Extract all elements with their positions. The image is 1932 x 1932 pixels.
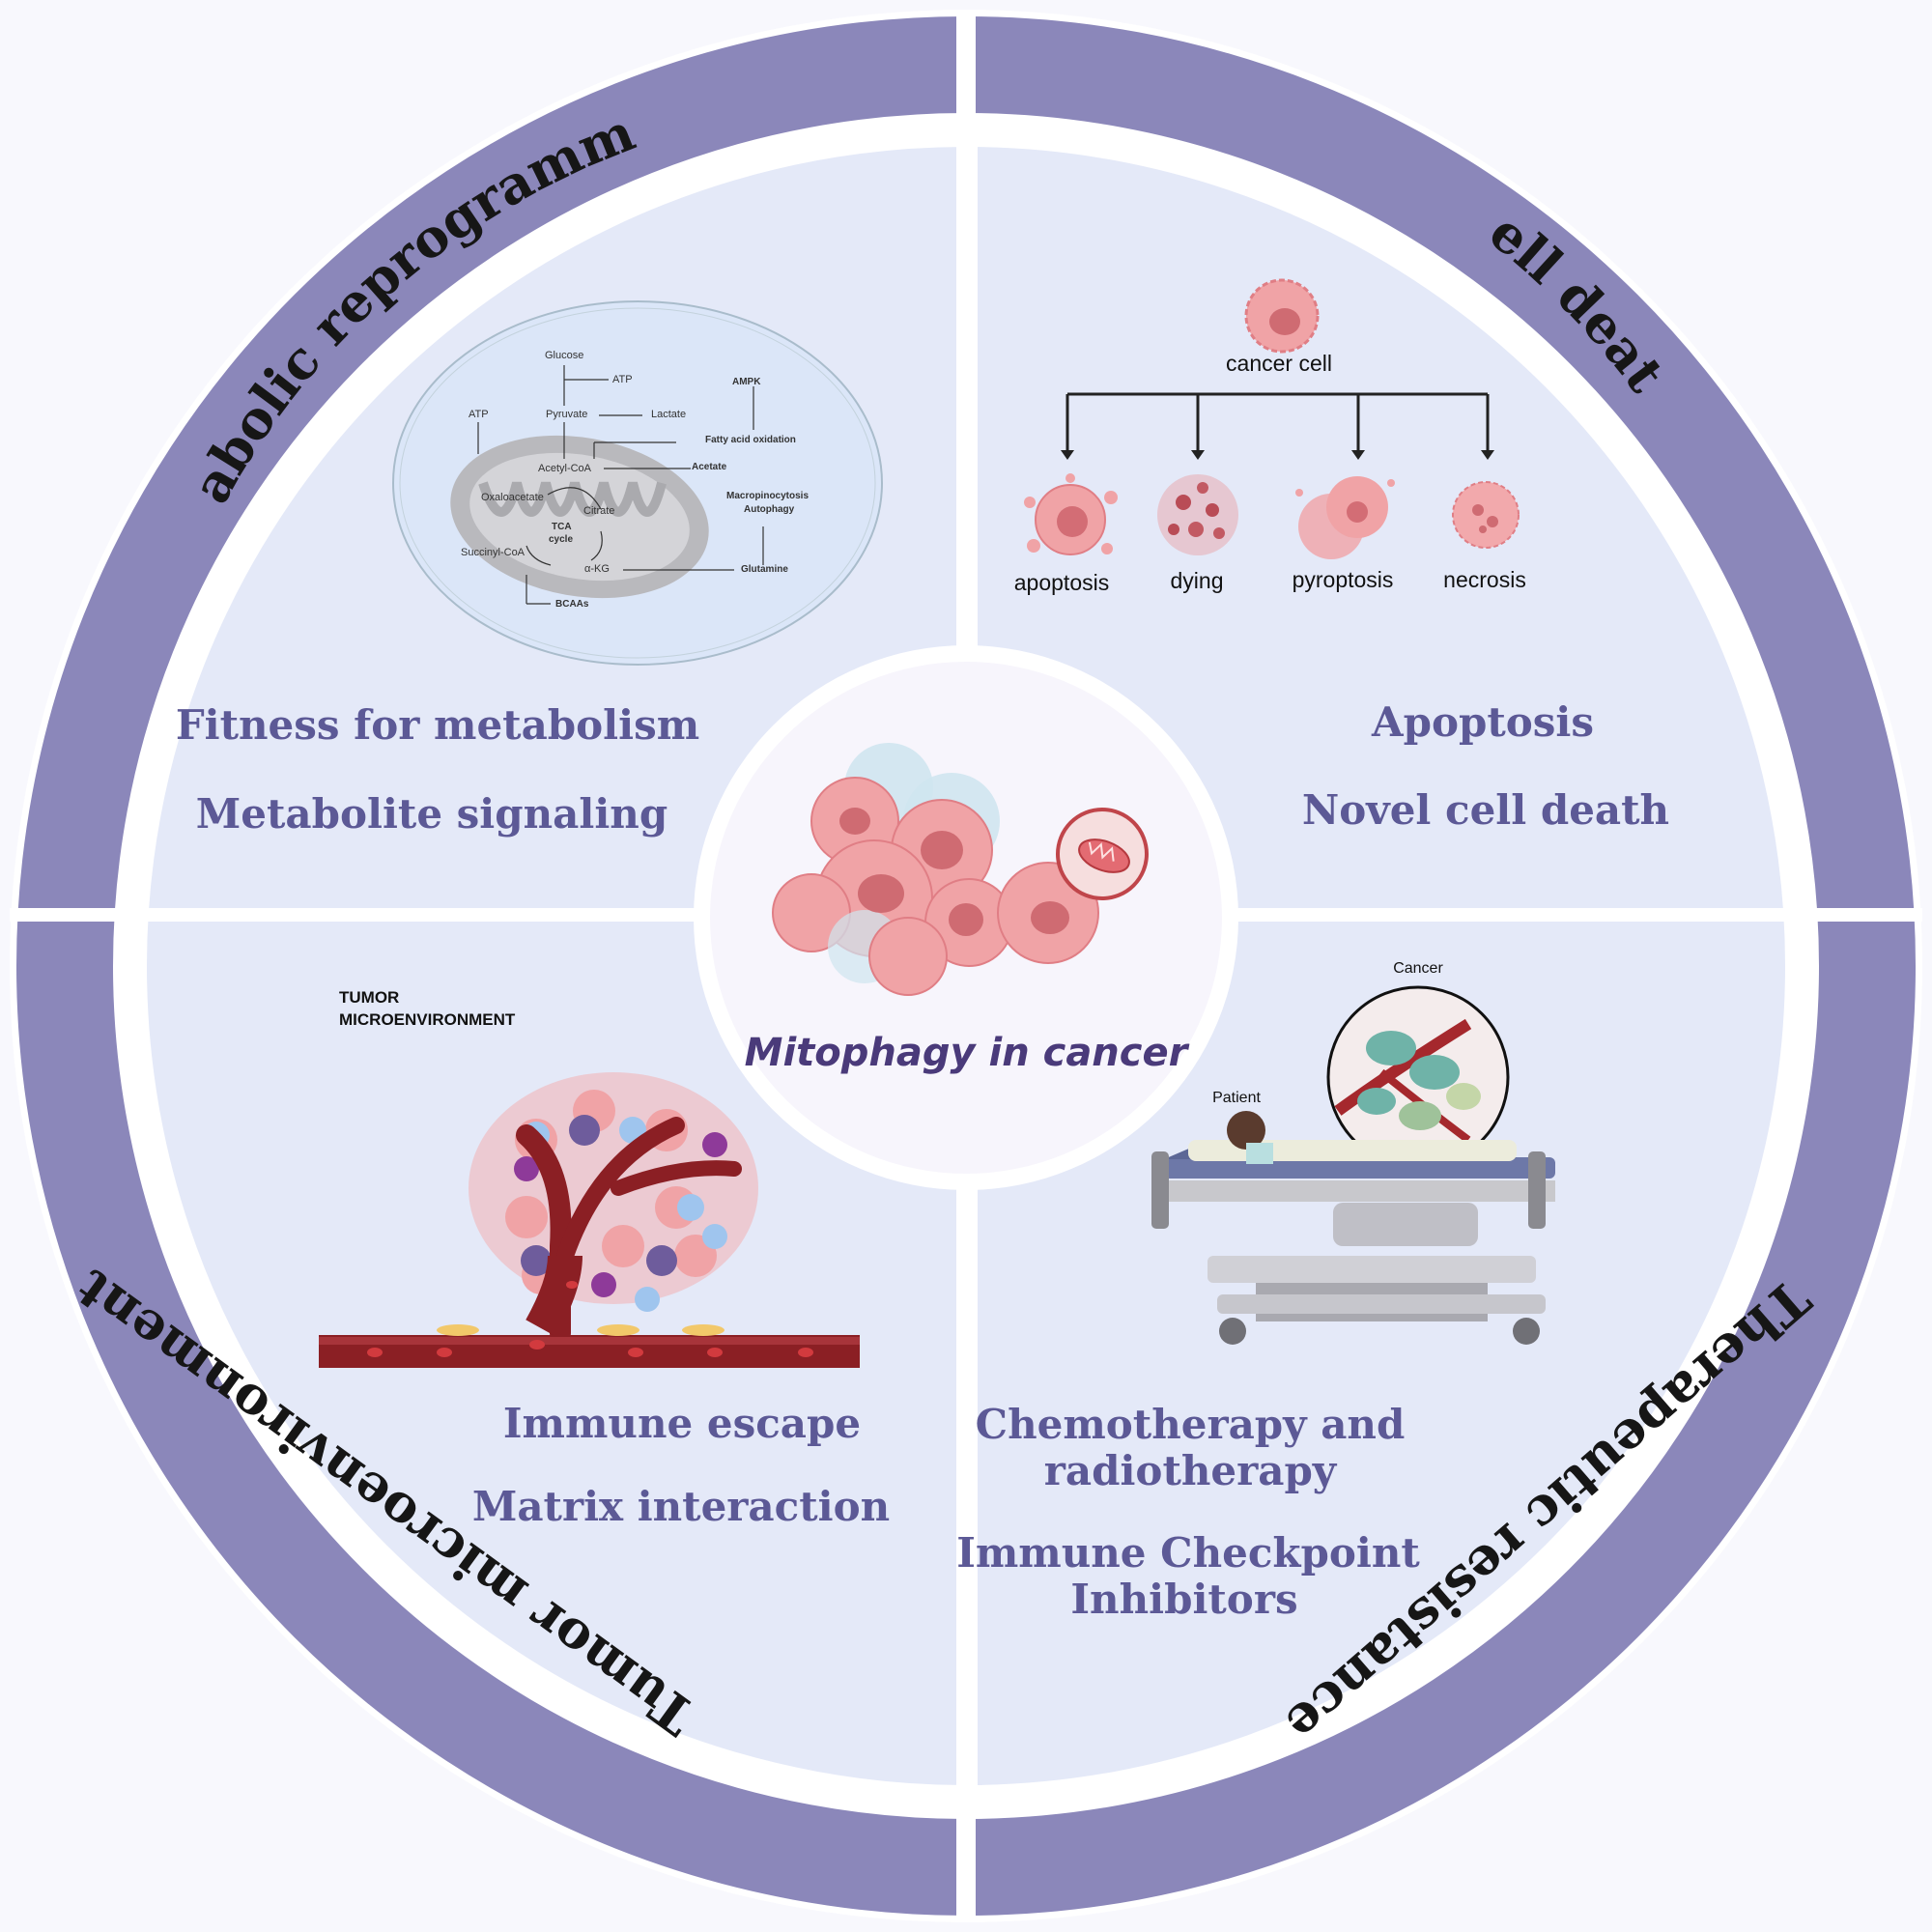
- therapy-diagram: Cancer Patient: [1151, 960, 1555, 1345]
- label-tumor: TUMOR: [339, 988, 399, 1007]
- label-glucose: Glucose: [545, 350, 583, 361]
- branch-arrowheads: [1061, 450, 1494, 460]
- text-matrix-interaction: Matrix interaction: [472, 1483, 890, 1530]
- pathway-arrows: [477, 365, 764, 605]
- tme-diagram: TUMOR MICROENVIRONMENT: [319, 988, 860, 1368]
- cell-ellipse-inner: [399, 307, 876, 659]
- text-inhibitors: Inhibitors: [1070, 1576, 1297, 1623]
- label-microenvironment: MICROENVIRONMENT: [339, 1010, 516, 1029]
- cancer-cluster-icon: [772, 743, 1099, 996]
- label-succinyl-coa: Succinyl-CoA: [461, 547, 526, 558]
- cancer-cell-icon: [1244, 278, 1320, 354]
- red-blood-cells: [367, 1281, 813, 1357]
- text-radiotherapy: radiotherapy: [1044, 1447, 1338, 1494]
- mitochondrion-zoom-icon: [1056, 808, 1149, 900]
- label-ampk: AMPK: [732, 377, 761, 387]
- label-atp-top: ATP: [612, 374, 633, 385]
- label-autophagy: Autophagy: [744, 504, 795, 515]
- text-immune-escape: Immune escape: [503, 1400, 861, 1447]
- label-pyroptosis: pyroptosis: [1293, 567, 1394, 592]
- label-akg: α-KG: [584, 563, 610, 575]
- label-atp-left: ATP: [469, 409, 489, 420]
- label-oxaloacetate: Oxaloacetate: [481, 492, 544, 503]
- label-acetyl-coa: Acetyl-CoA: [538, 463, 592, 474]
- text-metabolite-signaling: Metabolite signaling: [196, 790, 668, 838]
- label-tca-cycle: cycle: [549, 534, 573, 545]
- label-necrosis: necrosis: [1443, 567, 1526, 592]
- apoptosis-cell-icon: [1024, 473, 1118, 555]
- necrosis-cell-icon: [1452, 481, 1520, 549]
- label-dying: dying: [1171, 568, 1224, 593]
- center-title: Mitophagy in cancer: [745, 1031, 1190, 1075]
- text-immune-checkpoint: Immune Checkpoint: [956, 1529, 1420, 1577]
- label-patient: Patient: [1212, 1090, 1261, 1106]
- label-pyruvate: Pyruvate: [546, 409, 587, 420]
- label-glutamine: Glutamine: [741, 564, 788, 575]
- label-lactate: Lactate: [651, 409, 686, 420]
- text-fitness-metabolism: Fitness for metabolism: [176, 701, 699, 749]
- label-fatty-acid: Fatty acid oxidation: [705, 435, 796, 445]
- text-chemotherapy: Chemotherapy and: [976, 1401, 1406, 1448]
- label-cancer-cell: cancer cell: [1226, 351, 1332, 376]
- text-apoptosis: Apoptosis: [1371, 698, 1594, 746]
- label-cancer: Cancer: [1393, 960, 1443, 977]
- cancer-zoom-circle: [1326, 985, 1510, 1169]
- cell-death-diagram: cancer cell: [1014, 278, 1526, 595]
- hospital-bed-icon: [1151, 1111, 1555, 1345]
- label-apoptosis: apoptosis: [1014, 570, 1109, 595]
- branch-arrows: [1065, 392, 1490, 452]
- dying-cell-icon: [1157, 474, 1238, 555]
- label-tca: TCA: [552, 522, 572, 532]
- metabolism-diagram: Glucose ATP ATP Pyruvate Lactate AMPK Fa…: [392, 300, 883, 666]
- mitochondrion-icon: [450, 435, 709, 599]
- text-novel-cell-death: Novel cell death: [1302, 786, 1669, 834]
- pyroptosis-cell-icon: [1295, 476, 1395, 559]
- label-macropinocytosis: Macropinocytosis: [726, 491, 809, 501]
- label-citrate: Citrate: [583, 505, 614, 517]
- endothelial-cells: [437, 1324, 724, 1336]
- label-acetate: Acetate: [692, 462, 727, 472]
- blood-vessel: [319, 1117, 860, 1368]
- label-bcaas: BCAAs: [555, 599, 589, 610]
